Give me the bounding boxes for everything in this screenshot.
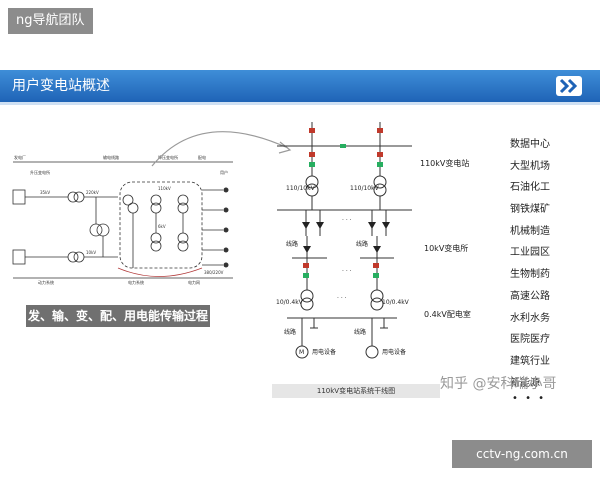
motor-symbol: M xyxy=(299,349,304,356)
list-item: 医院医疗 xyxy=(510,334,550,346)
feeder-label-4: 线路 xyxy=(354,328,366,336)
list-item: 建筑行业 xyxy=(510,355,550,367)
left-label-2: 输电线路 xyxy=(103,154,119,160)
load-label-1: 用电设备 xyxy=(312,348,336,356)
left-label-7: 动力系统 xyxy=(38,279,54,285)
banner-title: 用户变电站概述 xyxy=(12,78,110,94)
curved-arrow-icon xyxy=(151,131,292,167)
level-110kv-label: 110kV变电站 xyxy=(420,159,470,168)
list-item: 高速公路 xyxy=(510,290,550,302)
xfmr-label-1: 110/10kV xyxy=(286,185,316,192)
left-label-13: 380/220V xyxy=(204,270,224,275)
left-label-14: 110kV xyxy=(158,186,171,191)
industry-list: 数据中心 大型机场 石油化工 钢铁煤矿 机械制造 工业园区 生物制药 高速公路 … xyxy=(510,138,580,398)
substation-trunk-diagram: 110/10kV 110/10kV 线路 线路 10/0.4kV 10/0.4k… xyxy=(276,122,412,359)
left-label-6: 电力系统 xyxy=(128,279,144,285)
left-label-4: 配电 xyxy=(198,154,206,160)
power-transmission-diagram: 发电厂 升压变电所 输电线路 降压变电所 配电 用户 电力系统 动力系统 电力网… xyxy=(12,154,233,285)
banner-underline xyxy=(0,102,600,105)
left-label-0: 发电厂 xyxy=(14,154,26,160)
list-item: 工业园区 xyxy=(510,247,550,259)
left-diagram-caption: 发、输、变、配、用电能传输过程 xyxy=(26,305,210,327)
left-label-9: 220kV xyxy=(86,190,99,195)
left-label-1: 升压变电所 xyxy=(30,169,50,175)
list-item: 石油化工 xyxy=(510,182,550,194)
left-label-5: 用户 xyxy=(220,169,228,175)
feeder-label-3: 线路 xyxy=(284,328,296,336)
industry-list-more: • • • xyxy=(512,393,547,404)
ellipsis-3: · · · xyxy=(337,295,347,302)
level-10kv-label: 10kV变电所 xyxy=(424,244,469,253)
left-label-12: 6kV xyxy=(158,224,166,229)
list-item: 生物制药 xyxy=(510,269,550,281)
list-item: 大型机场 xyxy=(510,160,550,172)
list-item: 钢铁煤矿 xyxy=(510,204,550,216)
section-banner: 用户变电站概述 xyxy=(0,70,600,102)
double-chevron-right-icon xyxy=(556,76,582,96)
watermark-bottom: cctv-ng.com.cn xyxy=(452,440,592,468)
left-label-8: 电力网 xyxy=(188,279,200,285)
load-label-2: 用电设备 xyxy=(382,348,406,356)
xfmr-label-4: 10/0.4kV xyxy=(382,299,410,306)
level-04kv-label: 0.4kV配电室 xyxy=(424,310,471,319)
right-diagram-caption: 110kV变电站系统干线图 xyxy=(272,384,440,398)
list-item: 水利水务 xyxy=(510,312,550,324)
list-item: 机械制造 xyxy=(510,225,550,237)
feeder-label-2: 线路 xyxy=(356,240,368,248)
ellipsis-1: · · · xyxy=(342,217,352,224)
ellipsis-2: · · · xyxy=(342,268,352,275)
watermark-zhihu: 知乎 @安科瑞小哥 xyxy=(440,376,557,392)
watermark-top: ng导航团队 xyxy=(8,8,93,34)
left-label-10: 35kV xyxy=(40,190,50,195)
left-label-3: 降压变电所 xyxy=(158,154,178,160)
list-item: 新能源 xyxy=(510,377,540,389)
list-item: 数据中心 xyxy=(510,139,550,150)
xfmr-label-2: 110/10kV xyxy=(350,185,380,192)
left-label-11: 10kV xyxy=(86,250,96,255)
xfmr-label-3: 10/0.4kV xyxy=(276,299,304,306)
feeder-label-1: 线路 xyxy=(286,240,298,248)
